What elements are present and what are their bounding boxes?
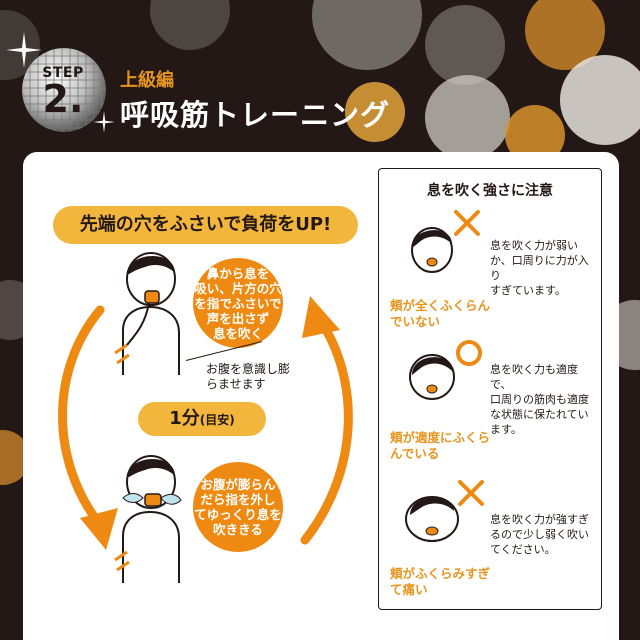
sparkle-icon [93,111,115,133]
cycle-arrows-icon [58,296,353,550]
bubble-line: を指でふさいで [194,295,282,311]
duration-sub: (目安) [199,413,235,427]
cross-mark-icon [458,480,484,506]
bubble-line: だら指を外し [200,492,276,507]
step-label: STEP [42,65,84,81]
bokeh-light [425,5,505,85]
face-proper-illustration [409,354,455,400]
instruction-bubble-exhale: お腹が膨らん だら指を外し てゆっくり息を 吹ききる [193,462,283,552]
person-inhale-illustration [114,252,180,375]
circle-mark-icon [456,340,482,366]
caption-line: 頬が適度にふくら [390,430,491,445]
panel-title: 息を吹く強さに注意 [427,183,553,199]
page-title: 呼吸筋トレーニング [120,98,391,132]
bubble-line: 吹ききる [213,522,263,537]
bokeh-light [150,0,230,50]
desc-line: 息を吹く力が弱い [490,239,578,252]
case-strong-caption: 頬がふくらみすぎ て痛い [390,566,490,598]
bubble-line: 声を出さず [206,310,270,326]
bubble-line: てゆっくり息を [194,507,282,522]
bokeh-light [345,82,405,142]
caption-line: んでいる [390,446,440,461]
desc-line: てください。 [490,543,556,556]
bubble-line: 息を吹く [212,325,263,341]
bubble-line: 鼻から息を [206,265,270,281]
note-line-text: らませます [206,377,266,391]
desc-line: 息を吹く力が強すぎ [490,513,589,526]
step-number: 2. [42,77,84,121]
desc-line: 口周りの筋肉も適度 [490,393,589,406]
cross-mark-icon [454,210,480,236]
duration-badge: 1分(目安) [138,402,266,436]
face-strong-illustration [405,496,459,542]
case-weak-caption: 頬が全くふくらん でいない [390,298,490,330]
bubble-line: お腹が膨らん [200,477,276,492]
caption-line: 頬が全くふくらん [390,298,491,313]
desc-line: るので少し弱く吹い [490,528,589,541]
bubble-line: 吸い、片方の穴 [194,280,282,296]
desc-line: すぎています。 [490,284,566,297]
bokeh-light [312,0,422,70]
caption-line: て痛い [390,582,428,597]
desc-line: 息を吹く力も適度で、 [490,363,578,391]
note-line-text: お腹を意識し膨 [206,362,291,376]
desc-line: か、口周りに力が入り [490,254,589,282]
disco-ball-icon [22,48,106,132]
desc-line: な状態に保たれてい [490,408,589,421]
tagline-banner: 先端の穴をふさいで負荷をUP! [53,206,358,244]
case-weak-description: 息を吹く力が弱い か、口周りに力が入り すぎています。 [490,238,594,298]
instruction-bubble-inhale: 鼻から息を 吸い、片方の穴 を指でふさいで 声を出さず 息を吹く [193,258,283,348]
bokeh-light [425,75,510,160]
case-proper-caption: 頬が適度にふくら んでいる [390,430,490,462]
duration-main: 1分 [169,408,200,429]
caption-line: でいない [390,314,441,329]
person-exhale-illustration [114,455,182,583]
level-label: 上級編 [120,70,174,91]
belly-note: お腹を意識し膨 らませます [206,362,290,392]
case-strong-description: 息を吹く力が強すぎ るので少し弱く吹い てください。 [490,512,594,557]
sparkle-icon [6,32,42,68]
desc-line: ます。 [490,423,522,436]
case-proper-description: 息を吹く力も適度で、 口周りの筋肉も適度 な状態に保たれてい ます。 [490,362,594,437]
caption-line: 頬がふくらみすぎ [390,566,491,581]
bokeh-light [560,55,640,145]
face-weak-illustration [411,227,453,273]
